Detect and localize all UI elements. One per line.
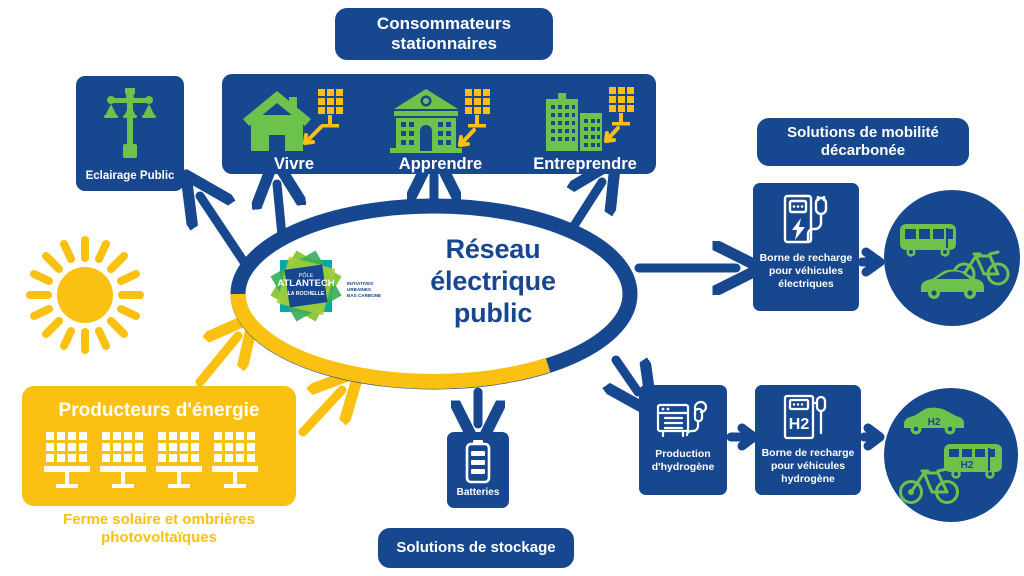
arrow-producteurs-lower xyxy=(298,390,342,437)
svg-text:H2: H2 xyxy=(961,460,974,471)
pole-atlantech-logo: PÔLE ATLANTECH LA ROCHELLE INITIATIVES U… xyxy=(268,250,381,322)
consumer-apprendre-label: Apprendre xyxy=(398,154,483,173)
consumer-vivre-label: Vivre xyxy=(273,154,315,173)
bar-consommateurs: Vivre xyxy=(222,74,656,174)
ellipse-ring xyxy=(230,198,638,390)
producteurs-title: Producteurs d'énergie xyxy=(58,400,260,421)
logo-tag1: INITIATIVES xyxy=(347,281,373,286)
circle-vehicules-hydrogene: H2 H2 xyxy=(884,388,1018,522)
consumer-apprendre[interactable]: Apprendre xyxy=(368,74,513,174)
h2-car-icon: H2 xyxy=(904,407,964,435)
producteurs-caption: Ferme solaire et ombrières photovoltaïqu… xyxy=(63,511,255,546)
battery-icon xyxy=(461,439,495,485)
production-h2-label: Production d'hydrogène xyxy=(651,448,715,473)
arrow-borne-h2-to-vehicules xyxy=(859,423,885,451)
logo-tag2: URBAINES xyxy=(347,287,371,292)
logo-line2: ATLANTECH xyxy=(277,278,334,289)
h2-charging-station-icon: H2 xyxy=(779,393,837,443)
solar-panel-farm-icon xyxy=(44,430,274,494)
logo-line3: LA ROCHELLE xyxy=(288,291,325,297)
logo-line1: PÔLE xyxy=(299,272,314,279)
street-lamp-icon xyxy=(95,84,165,162)
pill-solutions-de-stockage[interactable]: Solutions de stockage xyxy=(378,528,574,568)
card-batteries[interactable]: Batteries xyxy=(447,432,509,508)
pill-solutions-mobilite-decarbonee[interactable]: Solutions de mobilité décarbonée xyxy=(757,118,969,166)
circle-vehicules-electriques xyxy=(884,190,1020,326)
central-title-line2: électrique xyxy=(430,265,556,296)
central-title-line1: Réseau xyxy=(445,234,541,264)
borne-elec-label: Borne de recharge pour véhicules électri… xyxy=(759,252,853,290)
consumer-entreprendre-label: Entreprendre xyxy=(533,154,637,173)
office-buildings-icon xyxy=(526,85,644,155)
card-borne-recharge-electrique[interactable]: Borne de recharge pour véhicules électri… xyxy=(753,183,859,311)
h2-bus-icon: H2 xyxy=(944,444,1002,479)
arrow-hydrogene-to-borne xyxy=(726,423,759,451)
batteries-label: Batteries xyxy=(456,487,500,498)
school-building-icon xyxy=(382,85,500,155)
central-node-reseau-electrique-public[interactable]: PÔLE ATLANTECH LA ROCHELLE INITIATIVES U… xyxy=(228,198,640,390)
solar-panel-icon xyxy=(464,88,490,127)
card-eclairage-public[interactable]: Eclairage Public xyxy=(76,76,184,191)
borne-h2-label: Borne de recharge pour véhicules hydrogè… xyxy=(761,447,855,485)
yellow-energy-arc xyxy=(230,293,551,389)
card-producteurs-energie[interactable]: Producteurs d'énergie xyxy=(22,386,296,506)
logo-tag3: BAS CARBONE xyxy=(347,293,381,298)
pill-mobilite-label: Solutions de mobilité décarbonée xyxy=(787,124,939,159)
svg-text:H2: H2 xyxy=(928,417,941,428)
pill-consommateurs-label: Consommateurs stationnaires xyxy=(376,13,512,53)
solar-panel-icon xyxy=(609,86,634,125)
ev-charging-station-icon xyxy=(777,192,835,248)
solar-panel-icon xyxy=(318,88,343,127)
pill-stockage-label: Solutions de stockage xyxy=(396,539,556,556)
pill-consommateurs-stationnaires[interactable]: Consommateurs stationnaires xyxy=(335,8,553,60)
central-title-line3: public xyxy=(453,297,533,328)
card-eclairage-label: Eclairage Public xyxy=(85,169,175,182)
card-borne-recharge-hydrogene[interactable]: H2 Borne de recharge pour véhicules hydr… xyxy=(755,385,861,495)
consumer-entreprendre[interactable]: Entreprendre xyxy=(514,74,656,174)
sun-icon xyxy=(24,234,146,356)
h2-badge: H2 xyxy=(789,416,810,433)
arrow-borne-elec-to-vehicules xyxy=(857,247,885,277)
electric-car-icon xyxy=(921,269,984,299)
house-icon xyxy=(235,85,353,155)
consumer-vivre[interactable]: Vivre xyxy=(224,74,364,174)
h2-bike-icon xyxy=(899,467,959,504)
card-production-hydrogene[interactable]: Production d'hydrogène xyxy=(639,385,727,495)
electric-bus-icon xyxy=(900,224,956,257)
hydrogen-generator-icon xyxy=(654,395,712,443)
central-node-title: Réseau électrique public xyxy=(378,234,608,330)
